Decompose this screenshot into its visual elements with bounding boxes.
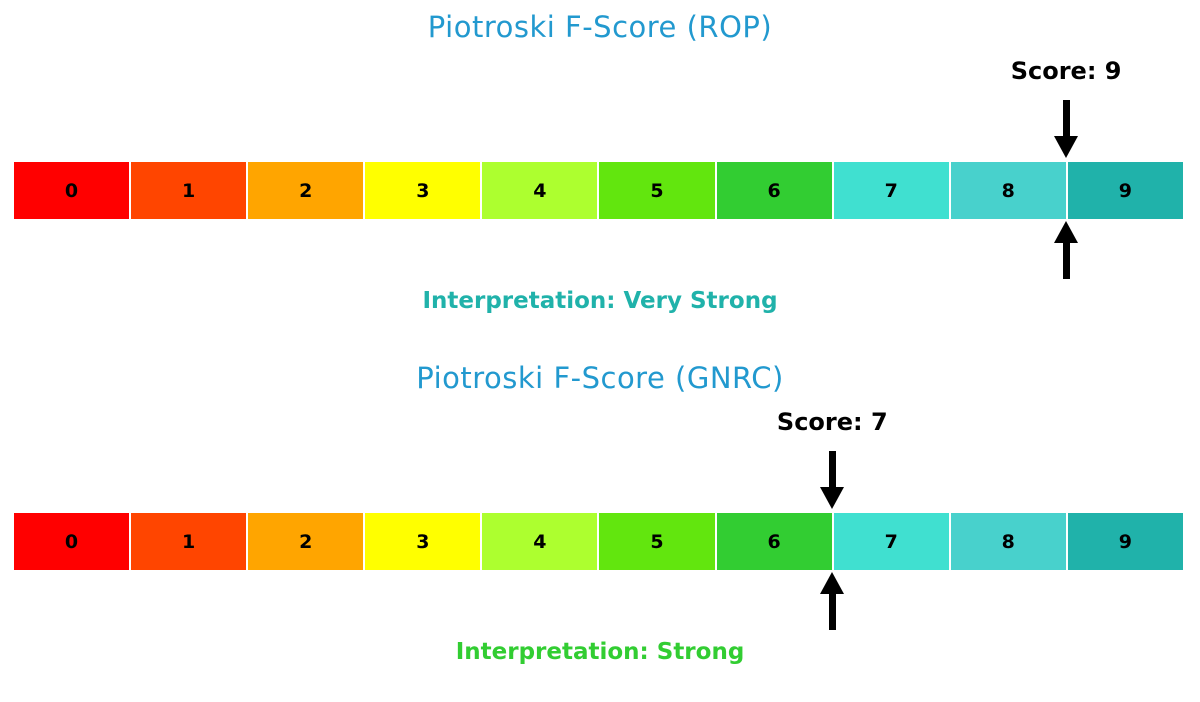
segment-value: 4 xyxy=(533,179,547,202)
score-segment-9: 9 xyxy=(1067,162,1183,219)
score-segment-4: 4 xyxy=(482,162,598,219)
piotroski-chart-gnrc: Piotroski F-Score (GNRC) Score: 7 0 1 2 3 4 5… xyxy=(0,351,1200,702)
segment-value: 5 xyxy=(650,530,664,553)
up-arrow-icon xyxy=(1054,221,1079,279)
segment-value: 8 xyxy=(1001,179,1015,202)
arrow-shaft xyxy=(828,451,836,487)
segment-value: 0 xyxy=(64,179,79,202)
score-segment-7: 7 xyxy=(833,513,949,570)
score-label: Score: 7 xyxy=(776,408,888,436)
segment-value: 7 xyxy=(884,179,898,202)
score-segment-2: 2 xyxy=(248,513,364,570)
chart-title: Piotroski F-Score (GNRC) xyxy=(416,361,784,395)
score-segment-3: 3 xyxy=(365,513,481,570)
segment-value: 5 xyxy=(650,179,664,202)
interpretation-label: Interpretation: Strong xyxy=(455,639,745,665)
up-arrow-icon xyxy=(820,572,845,630)
segment-value: 9 xyxy=(1118,530,1132,553)
chart-title: Piotroski F-Score (ROP) xyxy=(427,10,773,44)
score-segment-4: 4 xyxy=(482,513,598,570)
arrow-shaft xyxy=(828,594,836,630)
segment-value: 9 xyxy=(1118,179,1132,202)
interpretation-label: Interpretation: Very Strong xyxy=(422,288,778,314)
score-segment-1: 1 xyxy=(131,513,247,570)
segment-value: 3 xyxy=(416,530,430,553)
arrow-head xyxy=(820,487,845,509)
arrow-head xyxy=(820,572,845,594)
arrow-head xyxy=(1054,136,1079,158)
segment-value: 4 xyxy=(533,530,547,553)
score-segment-8: 8 xyxy=(950,513,1066,570)
segment-value: 8 xyxy=(1001,530,1015,553)
down-arrow-icon xyxy=(1054,100,1079,158)
score-segment-9: 9 xyxy=(1067,513,1183,570)
score-segment-0: 0 xyxy=(14,162,130,219)
score-segment-0: 0 xyxy=(14,513,130,570)
down-arrow-icon xyxy=(820,451,845,509)
score-segment-1: 1 xyxy=(131,162,247,219)
score-segment-7: 7 xyxy=(833,162,949,219)
segment-value: 6 xyxy=(767,530,781,553)
segment-value: 0 xyxy=(64,530,79,553)
score-segment-8: 8 xyxy=(950,162,1066,219)
score-segment-6: 6 xyxy=(716,162,832,219)
score-bar: 0 1 2 3 4 5 6 7 8 9 xyxy=(14,162,1183,219)
piotroski-chart-rop: Piotroski F-Score (ROP) Score: 9 0 1 2 3 4 5 6… xyxy=(14,10,1183,314)
score-label: Score: 9 xyxy=(1010,57,1122,85)
score-segment-6: 6 xyxy=(716,513,832,570)
arrow-head xyxy=(1054,221,1079,243)
segment-value: 1 xyxy=(182,530,196,553)
score-segment-5: 5 xyxy=(599,162,715,219)
score-segment-5: 5 xyxy=(599,513,715,570)
score-segment-3: 3 xyxy=(365,162,481,219)
segment-value: 7 xyxy=(884,530,898,553)
segment-value: 3 xyxy=(416,179,430,202)
segment-value: 6 xyxy=(767,179,781,202)
segment-value: 2 xyxy=(299,530,313,553)
score-bar: 0 1 2 3 4 5 6 7 8 9 xyxy=(14,513,1183,570)
segment-value: 2 xyxy=(299,179,313,202)
arrow-shaft xyxy=(1062,100,1070,136)
segment-value: 1 xyxy=(182,179,196,202)
score-segment-2: 2 xyxy=(248,162,364,219)
arrow-shaft xyxy=(1062,243,1070,279)
